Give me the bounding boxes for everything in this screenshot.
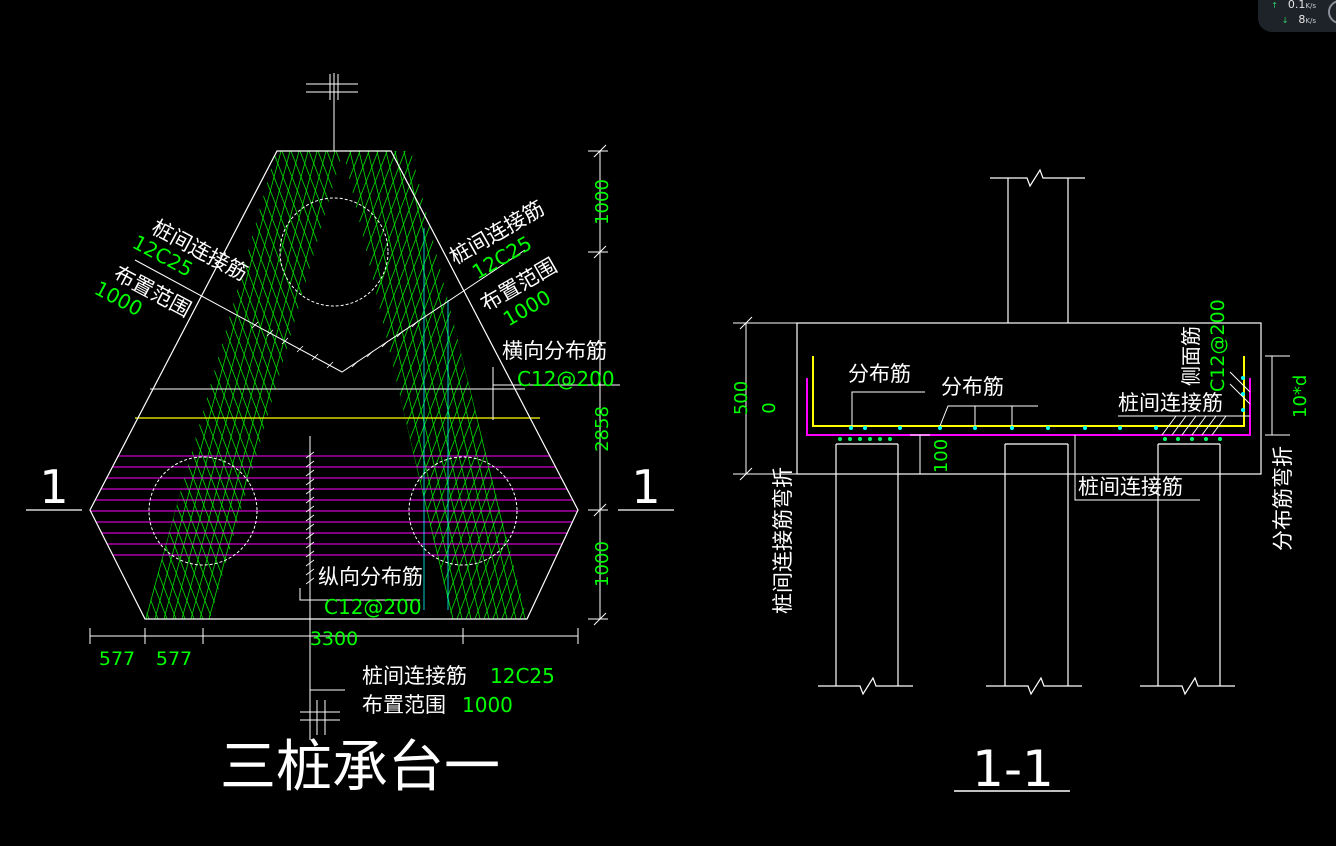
side-bar-spec: C12@200: [1207, 299, 1229, 392]
pile-circle-top: [279, 197, 389, 307]
tie-bar-label-top: 桩间连接筋: [1118, 391, 1223, 415]
bottom-callout-spec1: 12C25: [490, 664, 555, 688]
dist-bar-label-2: 分布筋: [941, 375, 1004, 399]
section-view: 500 0 100 分布筋 分布筋 桩间连接筋 桩间连接筋 侧面筋 C12@20…: [731, 168, 1311, 798]
section-dim-left: [733, 316, 797, 481]
section-dim-0: 0: [759, 402, 780, 413]
pile-cap-outline: [89, 150, 579, 620]
section-title: 1-1: [972, 740, 1054, 798]
horizontal-bar-label: 横向分布筋: [502, 339, 607, 363]
dimension-right: [588, 144, 608, 626]
dim-577-b: 577: [156, 648, 192, 670]
dist-bar-yellow: [812, 356, 1245, 427]
side-bars: [1241, 376, 1245, 412]
upload-arrow-icon: ↑: [1271, 1, 1278, 10]
section-dim-100-text: 100: [931, 439, 952, 473]
dim-1000-bottom: 1000: [592, 541, 613, 587]
upload-speed: ↑0.1K/s: [1271, 0, 1316, 11]
cap-section: [796, 322, 1262, 475]
bottom-callout-label2: 布置范围: [362, 693, 446, 717]
network-speed-widget: ↑0.1K/s ↓8K/s: [1258, 0, 1336, 32]
plan-title: 三桩承台一: [220, 735, 500, 800]
ten-d-label: 10*d: [1290, 375, 1311, 418]
download-speed: ↓8K/s: [1281, 13, 1316, 26]
longitudinal-bar-label: 纵向分布筋: [318, 565, 423, 589]
plan-view: 1 1 1000 2858 1000 577 577 3300 桩间连接筋 12…: [26, 73, 674, 800]
column-axis-mark: [300, 73, 358, 740]
section-dim-100: [910, 434, 930, 475]
dim-1000-top: 1000: [592, 179, 613, 225]
bottom-callout-spec2: 1000: [462, 693, 513, 717]
rebar-tick-marks: [251, 320, 419, 585]
side-bar-label: 侧面筋: [1179, 326, 1203, 386]
pile-circle-left: [148, 456, 258, 566]
tie-bar-magenta: [806, 378, 1251, 436]
section-dim-right: [1265, 355, 1290, 436]
dim-3300: 3300: [310, 628, 358, 650]
dist-bar-label-1: 分布筋: [848, 362, 911, 386]
section-dim-500: 500: [731, 381, 752, 415]
dim-2858: 2858: [592, 406, 613, 452]
left-vertical-note: 桩间连接筋弯折: [771, 467, 795, 614]
download-arrow-icon: ↓: [1281, 16, 1289, 25]
rebar-dots: [838, 426, 1222, 441]
gauge-icon: [1328, 0, 1336, 24]
dim-577-a: 577: [99, 648, 135, 670]
piles: [818, 443, 1235, 696]
section-leaders: [851, 371, 1251, 501]
pile-circle-right: [408, 456, 518, 566]
section-mark-left: 1: [39, 460, 68, 514]
horizontal-bar-spec: C12@200: [517, 367, 615, 391]
bottom-callout-label1: 桩间连接筋: [362, 664, 467, 688]
longitudinal-bar-spec: C12@200: [324, 595, 422, 619]
column: [990, 168, 1085, 323]
tie-bar-label-bottom: 桩间连接筋: [1078, 475, 1183, 499]
section-mark-right: 1: [631, 460, 660, 514]
right-vertical-note: 分布筋弯折: [1271, 446, 1295, 551]
dimension-bottom: [89, 628, 579, 644]
